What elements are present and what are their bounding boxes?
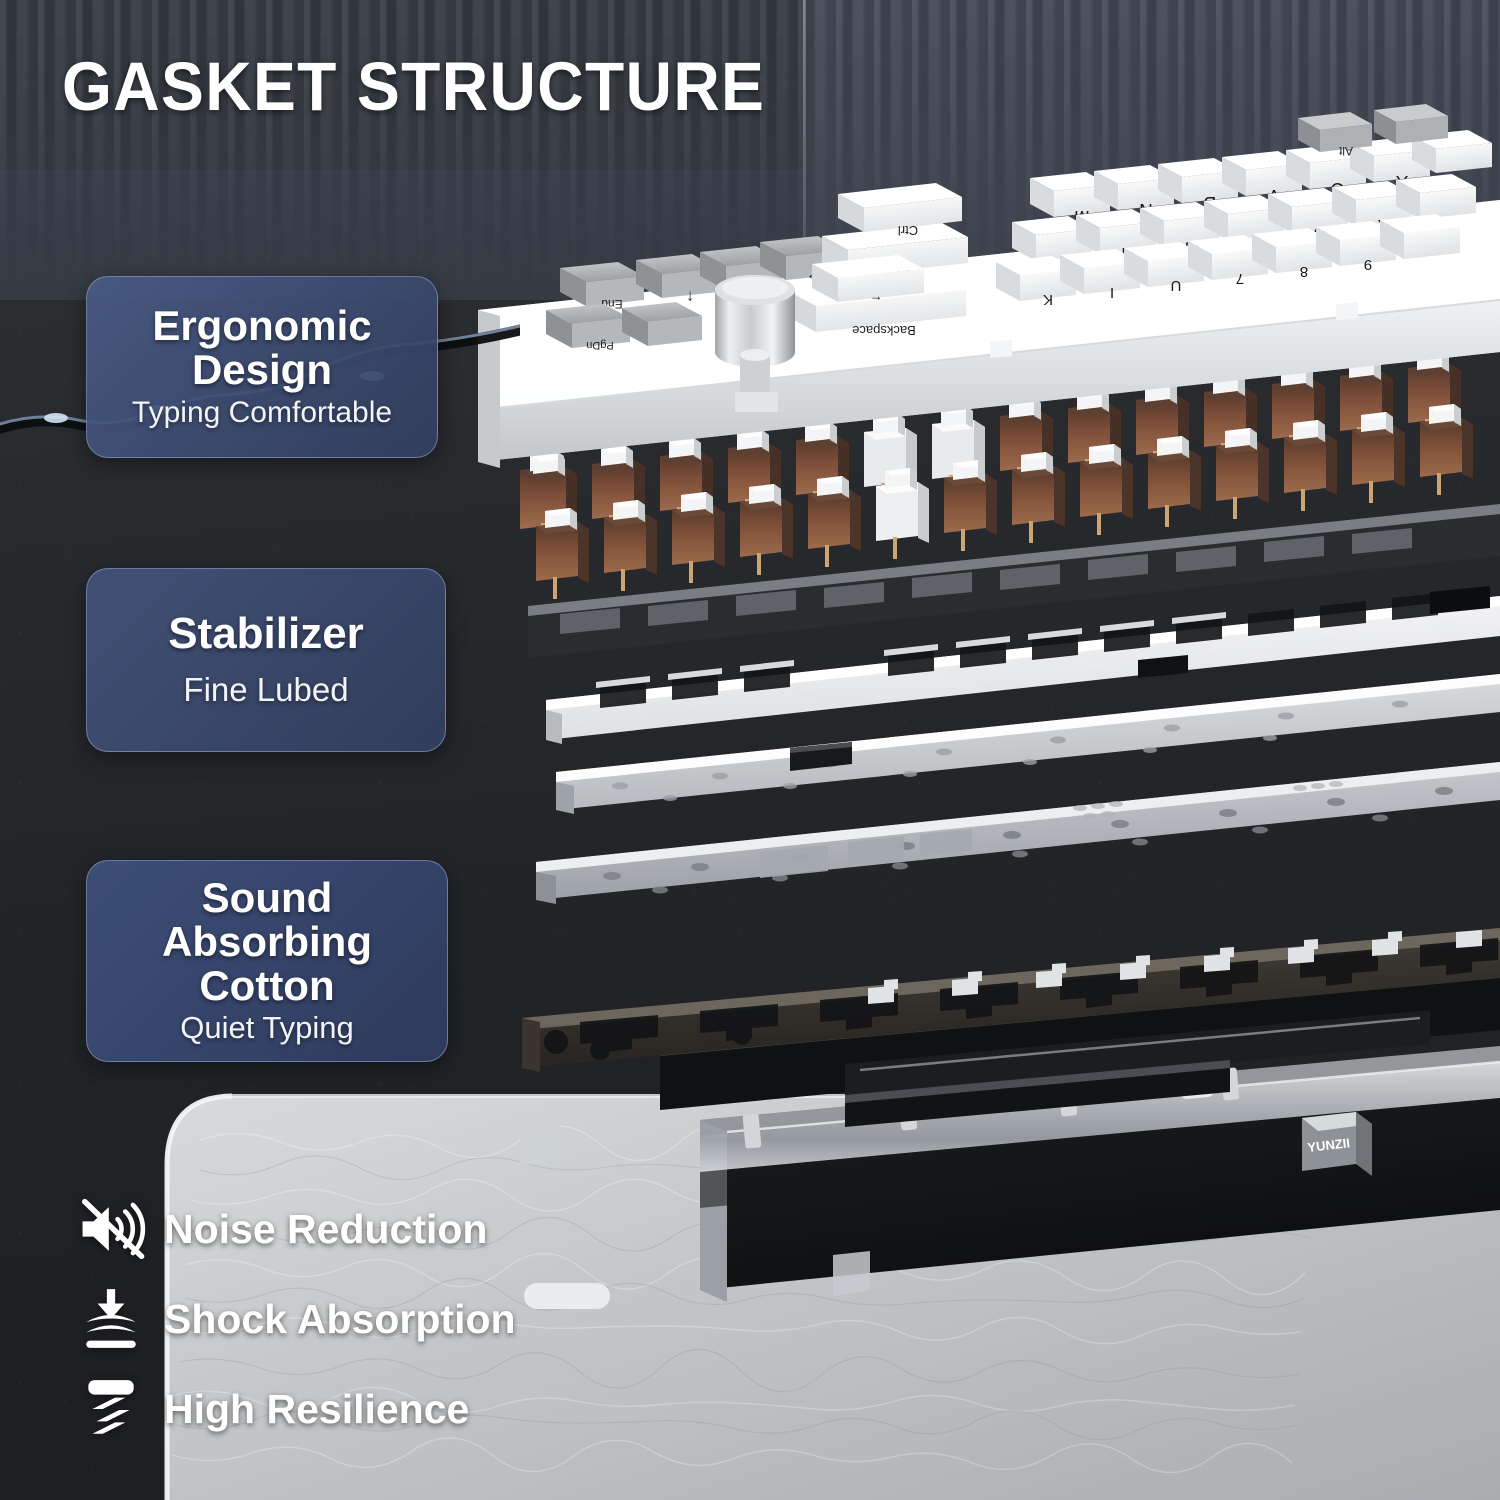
svg-text:Ctrl: Ctrl bbox=[898, 223, 918, 238]
brand-label: YUNZII bbox=[1307, 1135, 1351, 1155]
compression-arrow-icon bbox=[72, 1284, 150, 1354]
svg-text:↑: ↑ bbox=[686, 288, 694, 305]
pcb-sockets bbox=[868, 930, 1482, 1004]
feature-shock-absorption: Shock Absorption bbox=[72, 1280, 692, 1358]
volume-knob bbox=[715, 275, 795, 412]
svg-text:Backspace: Backspace bbox=[852, 323, 916, 338]
callout-subtitle: Quiet Typing bbox=[180, 1009, 354, 1045]
svg-text:←: ← bbox=[870, 293, 883, 308]
callout-subtitle: Typing Comfortable bbox=[131, 395, 393, 429]
callout-subtitle: Fine Lubed bbox=[183, 670, 349, 708]
callout-title-line3: Cotton bbox=[199, 961, 335, 1009]
callout-title-line1: Ergonomic bbox=[152, 302, 372, 350]
callout-title: Ergonomic Design bbox=[152, 304, 371, 391]
pcb-dark-assembly bbox=[528, 504, 1500, 658]
switch-plate-layer bbox=[556, 674, 1500, 814]
callout-stabilizer[interactable]: Stabilizer Fine Lubed bbox=[86, 568, 446, 752]
page-title: GASKET STRUCTURE bbox=[62, 48, 766, 125]
keycaps: End PgDn ↑ bbox=[546, 104, 1492, 351]
background-wall-seam bbox=[803, 0, 806, 330]
spring-coil-icon bbox=[72, 1374, 150, 1444]
feature-label: Noise Reduction bbox=[164, 1205, 488, 1252]
svg-text:U: U bbox=[1171, 277, 1182, 294]
callout-ergonomic-design[interactable]: Ergonomic Design Typing Comfortable bbox=[86, 276, 438, 458]
pcb-layer bbox=[536, 762, 1500, 904]
sound-absorbing-foam-layer bbox=[522, 928, 1500, 1127]
feature-noise-reduction: Noise Reduction bbox=[72, 1190, 692, 1268]
callout-title: Sound Absorbing Cotton bbox=[162, 876, 372, 1007]
svg-text:Alt: Alt bbox=[1338, 144, 1353, 158]
svg-text:K: K bbox=[1043, 291, 1053, 308]
svg-text:8: 8 bbox=[1300, 263, 1308, 280]
feature-label: High Resilience bbox=[164, 1385, 470, 1432]
speaker-mute-icon bbox=[72, 1194, 150, 1264]
callout-sound-absorbing-cotton[interactable]: Sound Absorbing Cotton Quiet Typing bbox=[86, 860, 448, 1062]
feature-high-resilience: High Resilience bbox=[72, 1370, 692, 1448]
upper-plate-layer bbox=[546, 593, 1500, 744]
svg-text:I: I bbox=[1110, 284, 1114, 301]
mechanical-switches bbox=[520, 350, 1473, 599]
callout-title-line2: Design bbox=[191, 346, 332, 393]
callout-title-line2: Absorbing bbox=[162, 918, 372, 966]
svg-text:9: 9 bbox=[1364, 256, 1372, 273]
callout-title: Stabilizer bbox=[168, 611, 364, 657]
callout-title-line1: Sound bbox=[201, 874, 333, 922]
svg-text:7: 7 bbox=[1236, 270, 1244, 287]
feature-label: Shock Absorption bbox=[164, 1295, 516, 1342]
callout-title-line1: Stabilizer bbox=[168, 609, 364, 659]
svg-text:PgDn: PgDn bbox=[586, 339, 614, 351]
feature-list: Noise Reduction Shock Absorption bbox=[72, 1190, 692, 1460]
yunzii-connector: YUNZII bbox=[1302, 1112, 1372, 1176]
